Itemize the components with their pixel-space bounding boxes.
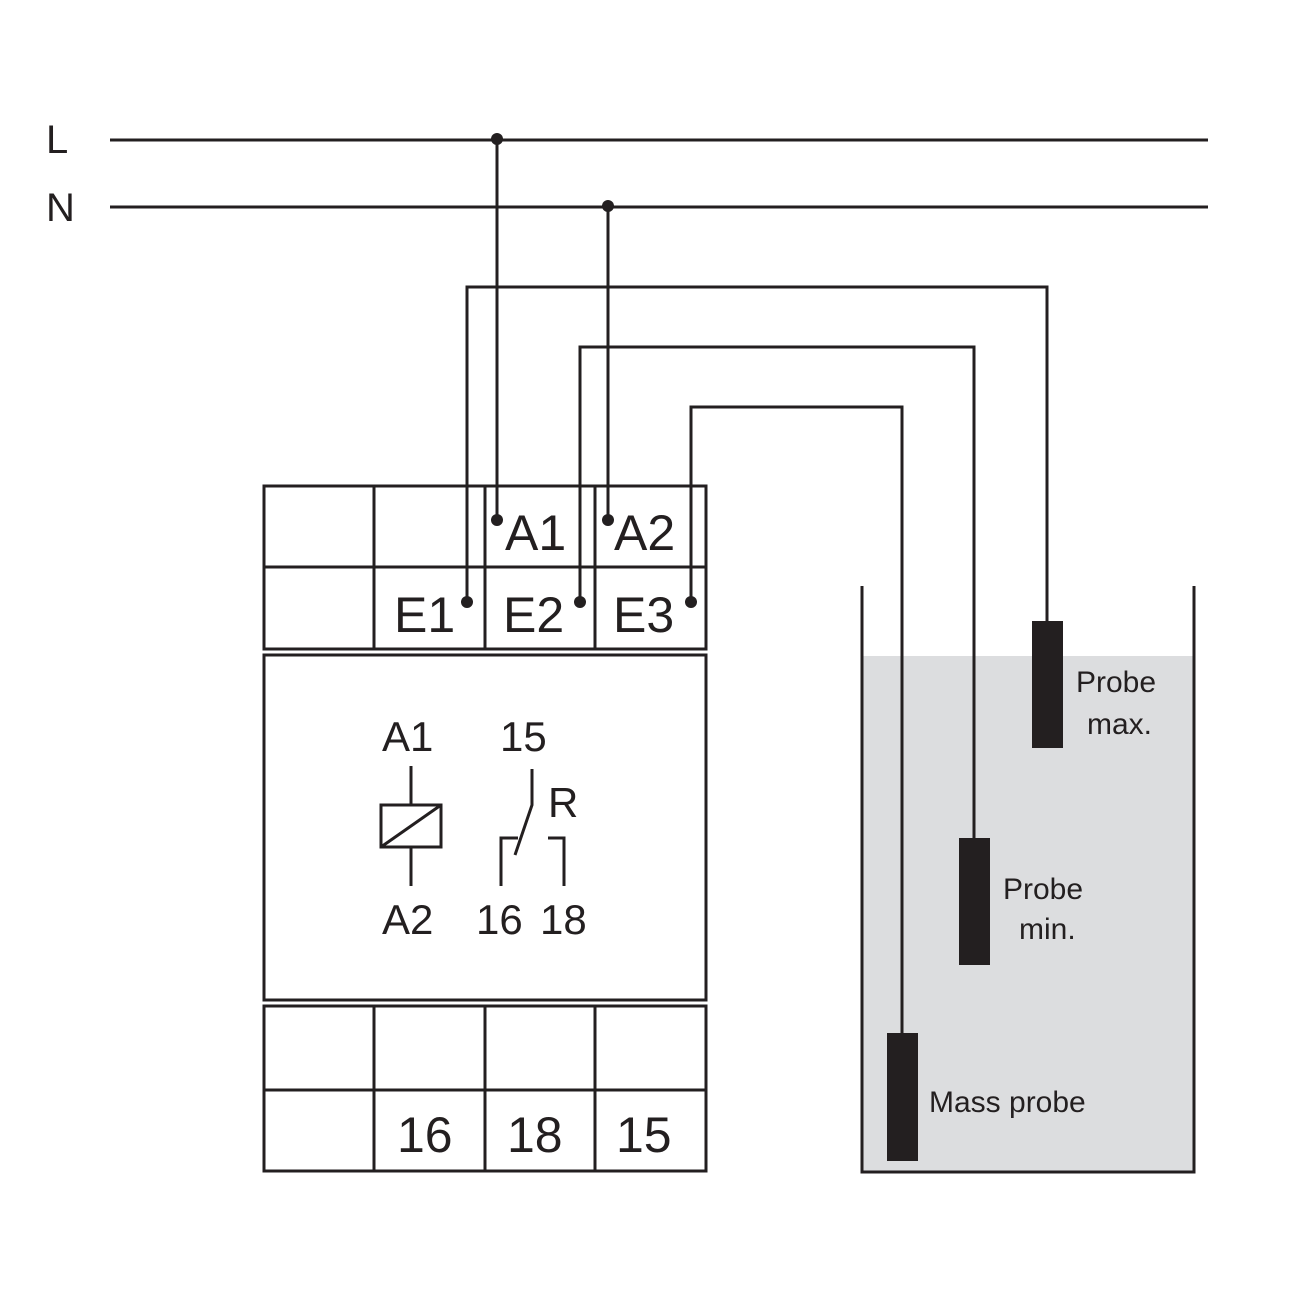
contact-label-16: 16 (476, 896, 523, 943)
relay-top-terminal-block (262, 484, 708, 651)
contact-no-lead (548, 836, 566, 886)
probe-min-icon (959, 838, 990, 965)
terminal-label-15: 15 (616, 1107, 672, 1163)
contact-label-15: 15 (500, 713, 547, 760)
contact-label-r: R (548, 779, 578, 826)
terminal-e1-dot (461, 596, 473, 608)
neutral-label: N (46, 186, 75, 230)
line-label: L (46, 118, 68, 162)
probe-max-icon (1032, 621, 1063, 748)
relay-body (262, 653, 708, 1002)
terminal-a1-dot (491, 514, 503, 526)
wire-e1-to-probe-max (465, 285, 1049, 622)
terminal-label-a1: A1 (505, 505, 566, 561)
wire-e3-to-mass-probe (689, 405, 904, 1034)
coil-diagonal (380, 803, 442, 849)
coil-label-a2: A2 (382, 896, 433, 943)
probe-min-label-line2: min. (1019, 913, 1076, 946)
probe-max-label-line1: Probe (1076, 666, 1156, 699)
contact-switch-icon (513, 769, 534, 856)
terminal-label-16: 16 (397, 1107, 453, 1163)
probe-max-label-line2: max. (1087, 708, 1152, 741)
probe-min-label-line1: Probe (1003, 873, 1083, 906)
terminal-label-18: 18 (507, 1107, 563, 1163)
relay-coil-symbol: A1 A2 (379, 713, 443, 943)
mass-probe-icon (887, 1033, 918, 1161)
contact-label-18: 18 (540, 896, 587, 943)
tank-wall (860, 586, 1196, 1174)
terminal-label-e1: E1 (394, 587, 455, 643)
terminal-label-e2: E2 (503, 587, 564, 643)
terminal-e2-dot (574, 596, 586, 608)
contact-nc-lead (499, 836, 518, 886)
coil-label-a1: A1 (382, 713, 433, 760)
relay-contact-symbol: 15 R 16 18 (476, 713, 587, 943)
terminal-e3-dot (685, 596, 697, 608)
mass-probe-label: Mass probe (929, 1086, 1086, 1119)
terminal-label-a2: A2 (614, 505, 675, 561)
relay-bottom-terminal-block (262, 1004, 708, 1173)
terminal-a2-dot (602, 514, 614, 526)
wire-e2-to-probe-min (578, 345, 976, 838)
terminal-label-e3: E3 (613, 587, 674, 643)
